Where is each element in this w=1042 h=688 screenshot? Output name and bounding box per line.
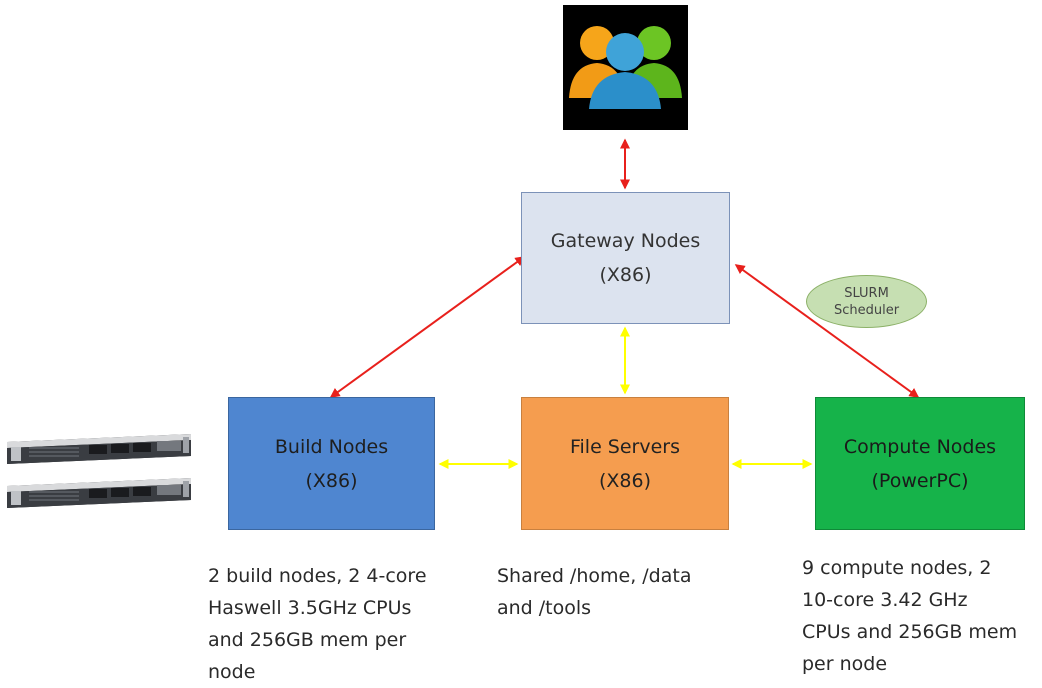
build-desc-line: and 256GB mem per bbox=[208, 629, 407, 651]
link-gateway-compute bbox=[734, 264, 920, 398]
compute-nodes-box: Compute Nodes (PowerPC) bbox=[815, 397, 1025, 530]
build-desc-line: node bbox=[208, 661, 256, 683]
gateway-nodes-label: Gateway Nodes bbox=[550, 230, 701, 252]
link-gateway-build bbox=[329, 256, 526, 398]
build-desc-line: 2 build nodes, 2 4-core bbox=[208, 565, 427, 587]
users-group-icon bbox=[563, 5, 688, 130]
file-servers-description: Shared /home, /data and /tools bbox=[497, 560, 747, 624]
rack-server-icon bbox=[5, 432, 193, 470]
compute-nodes-arch: (PowerPC) bbox=[871, 469, 969, 492]
file-servers-arch: (X86) bbox=[598, 469, 652, 492]
build-nodes-box: Build Nodes (X86) bbox=[228, 397, 435, 530]
build-nodes-arch: (X86) bbox=[305, 469, 358, 492]
file-servers-label: File Servers bbox=[569, 435, 681, 458]
files-desc-line: Shared /home, /data bbox=[497, 565, 692, 587]
files-desc-line: and /tools bbox=[497, 597, 592, 619]
file-servers-box: File Servers (X86) bbox=[521, 397, 729, 530]
gateway-nodes-box: Gateway Nodes (X86) bbox=[521, 192, 730, 324]
build-nodes-description: 2 build nodes, 2 4-core Haswell 3.5GHz C… bbox=[208, 560, 478, 688]
slurm-scheduler-badge: SLURM Scheduler bbox=[806, 275, 927, 328]
build-nodes-label: Build Nodes bbox=[274, 435, 389, 458]
compute-desc-line: 10-core 3.42 GHz bbox=[802, 589, 968, 611]
gateway-nodes-arch: (X86) bbox=[599, 264, 652, 286]
scheduler-line-2: Scheduler bbox=[833, 302, 900, 318]
compute-desc-line: per node bbox=[802, 653, 888, 675]
compute-nodes-description: 9 compute nodes, 2 10-core 3.42 GHz CPUs… bbox=[802, 552, 1042, 680]
compute-desc-line: CPUs and 256GB mem bbox=[802, 621, 1018, 643]
build-desc-line: Haswell 3.5GHz CPUs bbox=[208, 597, 412, 619]
compute-desc-line: 9 compute nodes, 2 bbox=[802, 557, 992, 579]
rack-server-icon bbox=[5, 476, 193, 514]
scheduler-line-1: SLURM bbox=[844, 285, 889, 301]
compute-nodes-label: Compute Nodes bbox=[843, 435, 997, 458]
